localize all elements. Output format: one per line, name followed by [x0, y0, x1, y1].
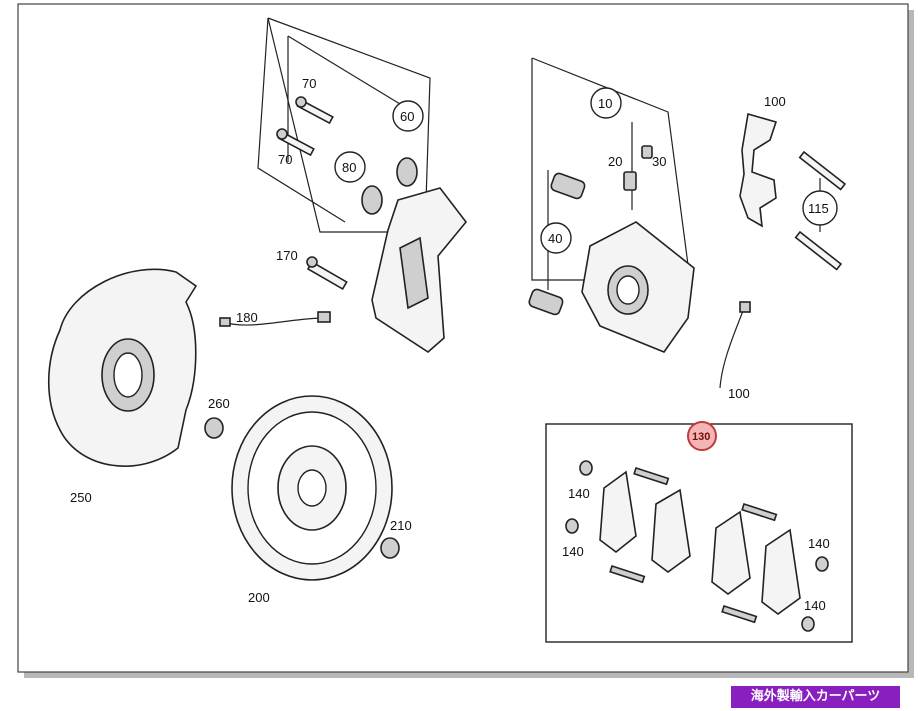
carrier-group [257, 17, 468, 354]
callout-70-upper: 70 [302, 76, 316, 91]
callout-115: 115 [808, 201, 829, 216]
callout-30: 30 [652, 154, 666, 169]
callout-circle-115 [802, 190, 838, 226]
guide-pins-115 [794, 150, 847, 271]
callout-circle-10 [590, 87, 622, 119]
callout-250: 250 [70, 490, 92, 505]
callout-circle-130 [687, 421, 717, 451]
caliper-group [528, 57, 695, 353]
callout-40: 40 [548, 231, 562, 246]
dust-shield-250 [47, 268, 198, 467]
callout-140-b: 140 [562, 544, 584, 559]
nut-210 [380, 537, 400, 559]
import-parts-badge: 海外製輸入カーパーツ [731, 686, 900, 708]
callout-60: 60 [400, 109, 414, 124]
callout-circle-60 [392, 100, 424, 132]
spring-set-100 [739, 112, 778, 228]
callout-140-d: 140 [804, 598, 826, 613]
callout-100-upper: 100 [764, 94, 786, 109]
callout-200: 200 [248, 590, 270, 605]
callout-140-a: 140 [568, 486, 590, 501]
bolt-170 [306, 256, 348, 291]
callout-140-c: 140 [808, 536, 830, 551]
pad-kit-inset [545, 423, 853, 643]
callout-170: 170 [276, 248, 298, 263]
callout-210: 210 [390, 518, 412, 533]
wear-sensor-180 [219, 311, 331, 327]
callout-10: 10 [598, 96, 612, 111]
callout-20: 20 [608, 154, 622, 169]
callout-260: 260 [208, 396, 230, 411]
brake-disc-200 [231, 395, 393, 581]
wear-sensor-100-lower [719, 301, 751, 389]
callout-100-lower: 100 [728, 386, 750, 401]
nut-260 [204, 417, 224, 439]
callout-180: 180 [236, 310, 258, 325]
callout-130: 130 [692, 431, 710, 443]
callout-circle-80 [334, 151, 366, 183]
callout-circle-40 [540, 222, 572, 254]
callout-80: 80 [342, 160, 356, 175]
callout-70-lower: 70 [278, 152, 292, 167]
